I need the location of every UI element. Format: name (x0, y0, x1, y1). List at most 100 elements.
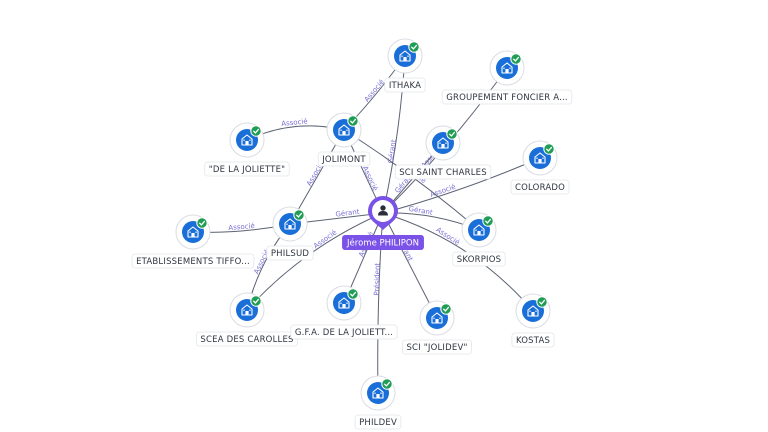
node-label: PHILSUD (271, 249, 310, 259)
node-label-group: "DE LA JOLIETTE" (204, 161, 290, 177)
edge-label: Associé (429, 183, 457, 199)
node-label-bg (266, 245, 314, 261)
check-icon (408, 41, 420, 53)
building-icon (372, 387, 384, 399)
company-node-scea[interactable]: SCEA DES CAROLLES (195, 292, 299, 347)
check-icon (293, 209, 305, 221)
node-label: SKORPIOS (457, 255, 501, 265)
company-node-etablissements[interactable]: ETABLISSEMENTS TIFFO... (131, 214, 255, 269)
node-label-group: SCI SAINT CHARLES (394, 164, 492, 180)
edge-label: Associé (363, 78, 386, 104)
building-icon (431, 312, 443, 324)
company-node-skorpios[interactable]: SKORPIOS (452, 212, 506, 267)
company-node-joliette[interactable]: "DE LA JOLIETTE" (204, 122, 290, 177)
node-label-group: PHILDEV (354, 414, 402, 430)
check-icon (482, 215, 494, 227)
edge-center-colorado (382, 157, 541, 214)
check-icon (536, 296, 548, 308)
center-label-bg (342, 235, 424, 250)
check-icon (250, 295, 262, 307)
node-label-group: JOLIMONT (317, 151, 371, 167)
building-icon (501, 62, 513, 74)
building-icon (527, 305, 539, 317)
node-label: PHILDEV (359, 418, 397, 428)
edge-label: Associé (281, 117, 308, 128)
building-icon (473, 224, 485, 236)
center-node[interactable]: Jérome PHILIPON (342, 196, 424, 250)
edge-label: Président (373, 263, 382, 296)
building-icon (241, 304, 253, 316)
node-label-bg (402, 339, 472, 355)
edge-label: Gérant (335, 208, 360, 219)
company-node-philsud[interactable]: PHILSUD (266, 206, 314, 261)
node-label-group: KOSTAS (511, 332, 555, 348)
building-icon (338, 124, 350, 136)
node-label-bg (317, 151, 371, 167)
node-label-bg (204, 161, 290, 177)
check-icon (440, 303, 452, 315)
check-icon (543, 143, 555, 155)
node-label-bg (510, 179, 570, 195)
building-icon (437, 137, 449, 149)
check-icon (510, 53, 522, 65)
edge-label: Associé (361, 165, 380, 192)
node-label: SCI SAINT CHARLES (399, 168, 487, 178)
company-node-scijolidev[interactable]: SCI "JOLIDEV" (402, 300, 472, 355)
company-node-scisaintcharles[interactable]: SCI SAINT CHARLES (394, 125, 492, 180)
node-label: "DE LA JOLIETTE" (209, 165, 286, 175)
company-node-kostas[interactable]: KOSTAS (511, 293, 555, 348)
check-icon (196, 217, 208, 229)
company-node-gfa[interactable]: G.F.A. DE LA JOLIETT... (290, 285, 398, 340)
building-icon (187, 226, 199, 238)
check-icon (347, 115, 359, 127)
check-icon (381, 378, 393, 390)
building-icon (241, 134, 253, 146)
node-label-bg (290, 324, 398, 340)
company-node-phildev[interactable]: PHILDEV (354, 375, 402, 430)
node-label-group: COLORADO (510, 179, 570, 195)
node-label-group: GROUPEMENT FONCIER A... (441, 89, 573, 105)
nodes-layer: ITHAKA GROUPEMENT FONCIER A... JOLIMONT "DE… (131, 38, 573, 430)
node-label-group: SCEA DES CAROLLES (195, 331, 299, 347)
person-icon (378, 205, 388, 216)
node-label-bg (131, 253, 255, 269)
node-label-bg (354, 414, 402, 430)
check-icon (347, 288, 359, 300)
edge-label: Gérant (387, 139, 398, 164)
node-label: SCEA DES CAROLLES (200, 335, 293, 345)
edge-center-ithaka (382, 55, 406, 214)
edge-label: Associé (435, 226, 462, 247)
node-label: KOSTAS (516, 336, 550, 346)
building-icon (284, 218, 296, 230)
company-node-ithaka[interactable]: ITHAKA (384, 38, 426, 93)
node-label: ITHAKA (389, 81, 421, 91)
edge-center-kostas (382, 212, 534, 312)
center-person[interactable]: Jérome PHILIPON (342, 196, 424, 250)
node-label-bg (384, 77, 426, 93)
edge-center-scijolidev (382, 212, 438, 319)
node-label-group: ETABLISSEMENTS TIFFO... (131, 253, 255, 269)
edge-label: Associé (228, 222, 255, 232)
check-icon (446, 128, 458, 140)
center-label-group: Jérome PHILIPON (342, 235, 424, 250)
node-label-group: SCI "JOLIDEV" (402, 339, 472, 355)
node-label-group: ITHAKA (384, 77, 426, 93)
node-label: JOLIMONT (321, 155, 366, 165)
company-node-groupement[interactable]: GROUPEMENT FONCIER A... (441, 50, 573, 105)
node-label-bg (511, 332, 555, 348)
company-node-jolimont[interactable]: JOLIMONT (317, 112, 371, 167)
node-label: GROUPEMENT FONCIER A... (446, 93, 568, 103)
building-icon (338, 297, 350, 309)
company-node-colorado[interactable]: COLORADO (510, 140, 570, 195)
node-label-group: PHILSUD (266, 245, 314, 261)
check-icon (250, 125, 262, 137)
node-label: G.F.A. DE LA JOLIETT... (295, 328, 393, 338)
node-label: COLORADO (515, 183, 565, 193)
building-icon (534, 152, 546, 164)
edge-label: Associé (312, 228, 338, 250)
node-label: ETABLISSEMENTS TIFFO... (136, 257, 250, 267)
node-label-group: SKORPIOS (452, 251, 506, 267)
node-label-bg (441, 89, 573, 105)
node-label-bg (452, 251, 506, 267)
